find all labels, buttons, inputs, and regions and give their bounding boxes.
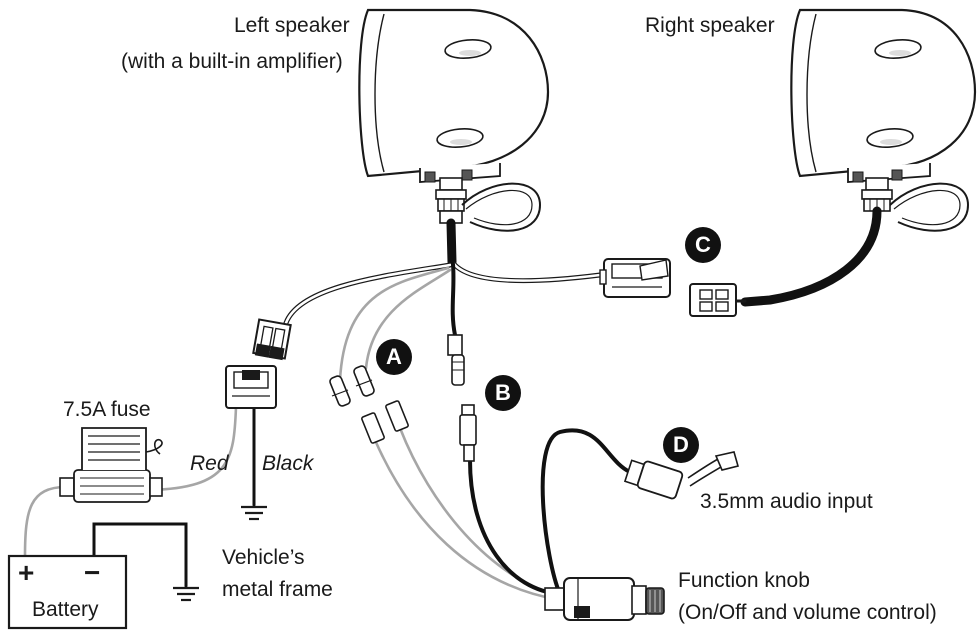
power-plug-lower: [225, 365, 277, 409]
connectors-a: [329, 365, 409, 444]
callout-d: D: [663, 427, 699, 463]
battery: [7, 554, 128, 630]
black-wire-label: Black: [262, 452, 314, 475]
connector-c-plug: [599, 258, 671, 298]
battery-minus: −: [84, 557, 101, 588]
audio-input-jack: [623, 451, 739, 500]
callout-c: C: [685, 227, 721, 263]
left-speaker-label: Left speaker: [234, 14, 350, 37]
fuse-holder: [59, 427, 163, 503]
callout-a: A: [376, 339, 412, 375]
red-wire-label: Red: [190, 452, 229, 475]
battery-ground-icon: [173, 586, 199, 602]
left-speaker: [358, 8, 550, 232]
fuse-label: 7.5A fuse: [63, 398, 151, 421]
function-knob-unit: [544, 577, 665, 621]
cables: [23, 206, 882, 602]
callout-b: B: [485, 375, 521, 411]
power-plug-upper: [252, 318, 292, 361]
ground-icon: [241, 505, 267, 521]
connector-c-socket: [689, 283, 737, 317]
audio-input-label: 3.5mm audio input: [700, 490, 873, 513]
right-speaker-label: Right speaker: [645, 14, 775, 37]
knob-label-line1: Function knob: [678, 569, 810, 592]
right-speaker: [790, 8, 977, 232]
connectors-b: [447, 334, 477, 462]
knob-label-line2: (On/Off and volume control): [678, 601, 937, 624]
left-speaker-note: (with a built-in amplifier): [121, 50, 343, 73]
battery-label: Battery: [32, 598, 99, 621]
frame-label-line2: metal frame: [222, 578, 333, 601]
frame-label-line1: Vehicle’s: [222, 546, 305, 569]
battery-plus: +: [18, 557, 35, 588]
